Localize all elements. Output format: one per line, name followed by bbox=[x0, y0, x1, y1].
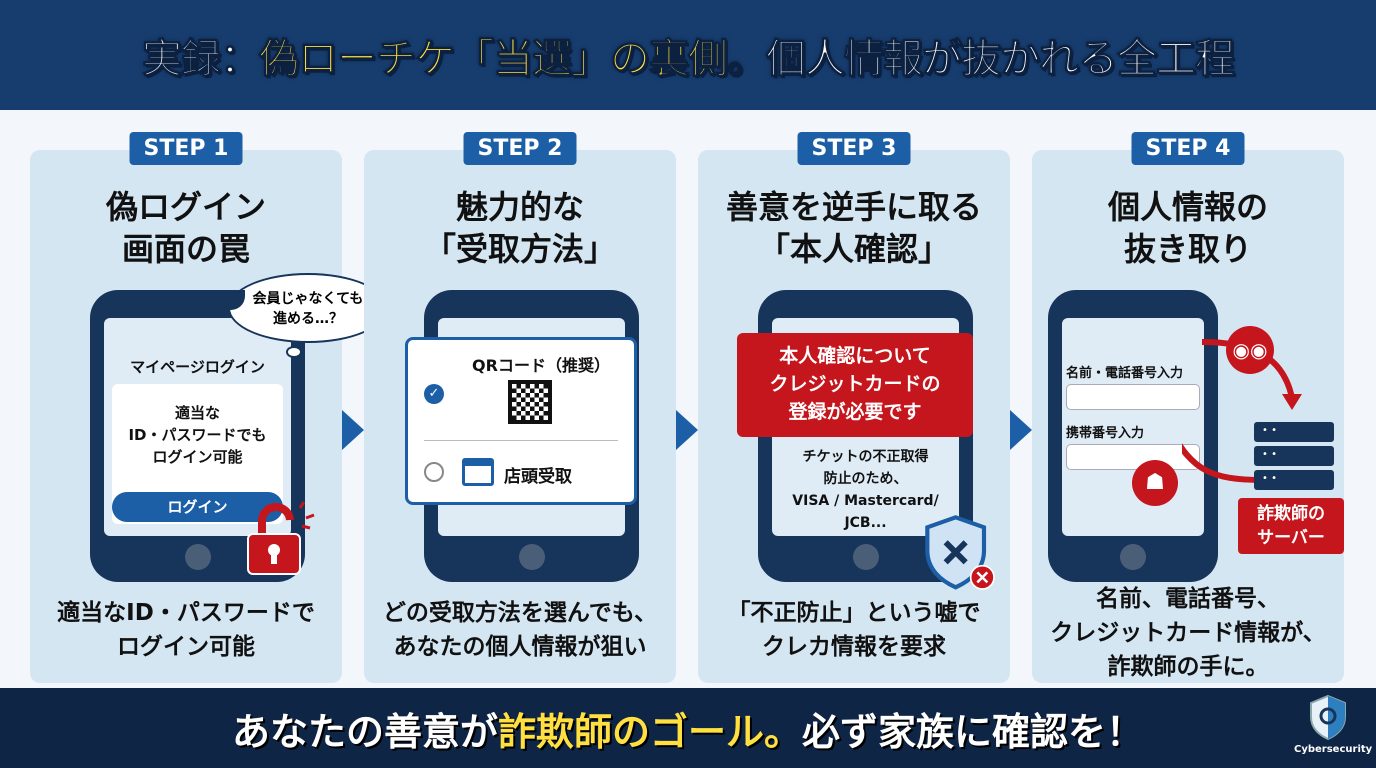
arrow-right-icon bbox=[676, 410, 698, 450]
option-qr[interactable]: ✓ QRコード（推奨） bbox=[408, 340, 634, 438]
step-caption: どの受取方法を選んでも、あなたの個人情報が狙い bbox=[382, 600, 658, 660]
step-3-card: STEP 3 善意を逆手に取る「本人確認」 チケットの不正取得防止のため、VIS… bbox=[698, 132, 1010, 683]
name-phone-input[interactable] bbox=[1066, 384, 1200, 410]
radio-unchecked-icon bbox=[424, 462, 444, 482]
arrow-right-icon bbox=[342, 410, 364, 450]
scammer-server-label: 詐欺師のサーバー bbox=[1238, 498, 1344, 554]
unlocked-padlock-icon bbox=[240, 498, 320, 582]
step-caption: 適当なID・パスワードでログイン可能 bbox=[57, 600, 315, 660]
option-store[interactable]: 店頭受取 bbox=[408, 444, 634, 504]
footer-message: あなたの善意が詐欺師のゴール。必ず家族に確認を！ bbox=[231, 709, 1145, 754]
arrow-right-icon bbox=[1010, 410, 1032, 450]
cybersecurity-logo: Cybersecurity bbox=[1294, 694, 1372, 755]
phone-illustration: 名前・電話番号入力 携帯番号入力 bbox=[1048, 290, 1218, 582]
step-title: 魅力的な「受取方法」 bbox=[423, 188, 616, 268]
step-caption: 「不正防止」という嘘でクレカ情報を要求 bbox=[727, 600, 981, 660]
shield-x-icon bbox=[924, 514, 1004, 598]
step-badge: STEP 4 bbox=[1131, 132, 1245, 165]
masked-thief-icon: ◉◉ bbox=[1226, 326, 1274, 374]
header: 実録：偽ローチケ「当選」の裏側。個人情報が抜かれる全工程 bbox=[0, 0, 1376, 110]
step-2-card: STEP 2 魅力的な「受取方法」 ✓ QRコード（推奨） 店頭受取 どの受取方… bbox=[364, 132, 676, 683]
shield-logo-icon bbox=[1310, 694, 1346, 741]
mobile-input[interactable] bbox=[1066, 444, 1200, 470]
field-label-name: 名前・電話番号入力 bbox=[1066, 366, 1184, 381]
storefront-icon bbox=[462, 458, 494, 486]
screen-text: チケットの不正取得防止のため、VISA / Mastercard/JCB... bbox=[792, 449, 939, 531]
step-badge: STEP 1 bbox=[129, 132, 243, 165]
page-title: 実録：偽ローチケ「当選」の裏側。個人情報が抜かれる全工程 bbox=[142, 36, 1236, 83]
step-badge: STEP 3 bbox=[797, 132, 911, 165]
step-caption: 名前、電話番号、クレジットカード情報が、詐欺師の手に。 bbox=[1050, 586, 1326, 680]
delivery-options-panel: ✓ QRコード（推奨） 店頭受取 bbox=[405, 337, 637, 505]
alert-banner: 本人確認についてクレジットカードの登録が必要です bbox=[737, 333, 973, 437]
field-label-mobile: 携帯番号入力 bbox=[1066, 426, 1145, 441]
footer-banner: あなたの善意が詐欺師のゴール。必ず家族に確認を！ Cybersecurity bbox=[0, 688, 1376, 768]
radio-checked-icon: ✓ bbox=[424, 384, 444, 404]
login-button[interactable]: ログイン bbox=[112, 492, 283, 522]
thought-bubble: 会員じゃなくても進める…？ bbox=[228, 273, 388, 343]
hacker-icon: ☗ bbox=[1132, 460, 1178, 506]
step-badge: STEP 2 bbox=[463, 132, 577, 165]
qr-code-icon bbox=[508, 380, 552, 424]
step-title: 善意を逆手に取る「本人確認」 bbox=[725, 188, 982, 268]
screen-title: マイページログイン bbox=[130, 358, 265, 376]
step-title: 個人情報の抜き取り bbox=[1107, 188, 1268, 268]
step-title: 偽ログイン画面の罠 bbox=[105, 188, 266, 268]
